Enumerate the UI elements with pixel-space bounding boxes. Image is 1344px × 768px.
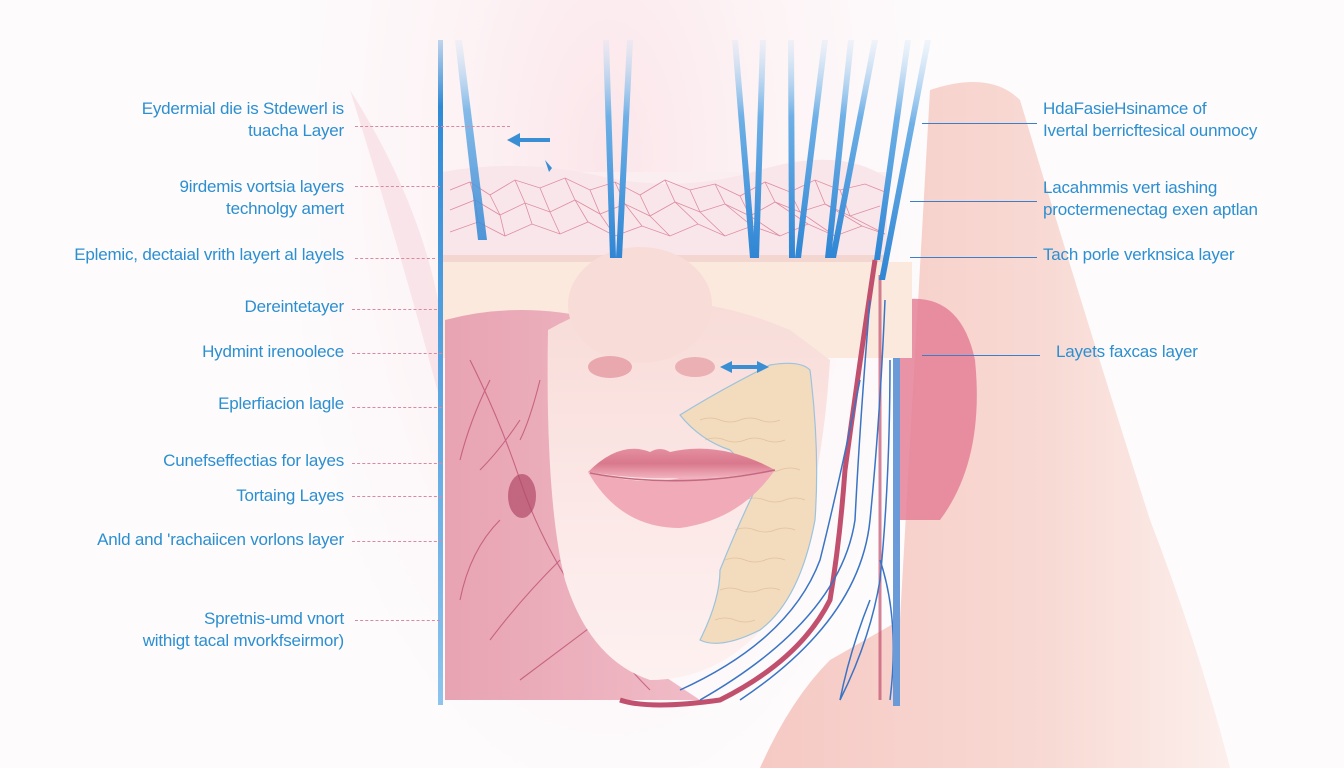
leader-line xyxy=(355,258,435,259)
label-eplerfiacion: Eplerfiacion lagle xyxy=(218,394,344,413)
label-epidermic-detail: Eplemic, dectaial vrith layert al layels xyxy=(74,245,344,264)
blood-vessels xyxy=(619,259,900,708)
needles xyxy=(455,40,931,280)
leader-line xyxy=(355,620,440,621)
label-anld-vorlons: Anld and 'rachaiicen vorlons layer xyxy=(97,530,344,549)
leader-line xyxy=(352,309,437,310)
leader-line xyxy=(352,407,442,408)
label-hdafasie: HdaFasieHsinamce of Ivertal berricftesic… xyxy=(1043,99,1258,140)
leader-arrow xyxy=(922,355,1040,356)
label-cunefseffectias: Cunefseffectias for layes xyxy=(163,451,344,470)
label-tortaing: Tortaing Layes xyxy=(236,486,344,505)
leader-arrow xyxy=(910,257,1037,258)
leader-line xyxy=(355,186,440,187)
label-dermis-tayer: Dereintetayer xyxy=(244,297,345,316)
leader-line xyxy=(352,463,442,464)
leader-line xyxy=(355,126,510,127)
label-layets-faxcas: Layets faxcas layer xyxy=(1056,342,1198,361)
label-tach-porle: Tach porle verknsica layer xyxy=(1043,245,1235,264)
label-dermis-layers: 9irdemis vortsia layers technolgy amert xyxy=(179,177,344,218)
label-lacahmmis: Lacahmmis vert iashing proctermenectag e… xyxy=(1043,178,1258,219)
label-spretnis: Spretnis-umd vnort withigt tacal mvorkfs… xyxy=(142,609,344,650)
face-lower xyxy=(547,247,830,680)
leader-line xyxy=(352,496,442,497)
label-hydmint: Hydmint irenoolece xyxy=(202,342,344,361)
leader-arrow xyxy=(910,201,1037,202)
leader-line xyxy=(352,541,442,542)
neck-shape xyxy=(350,82,1230,768)
leader-arrow xyxy=(922,123,1037,124)
flow-arrows xyxy=(507,133,769,373)
label-epidermal-layer: Eydermial die is Stdewerl is tuacha Laye… xyxy=(141,99,344,140)
left-frame-line xyxy=(438,40,443,705)
leader-line xyxy=(352,353,442,354)
epidermis-cell-layer xyxy=(442,159,887,263)
